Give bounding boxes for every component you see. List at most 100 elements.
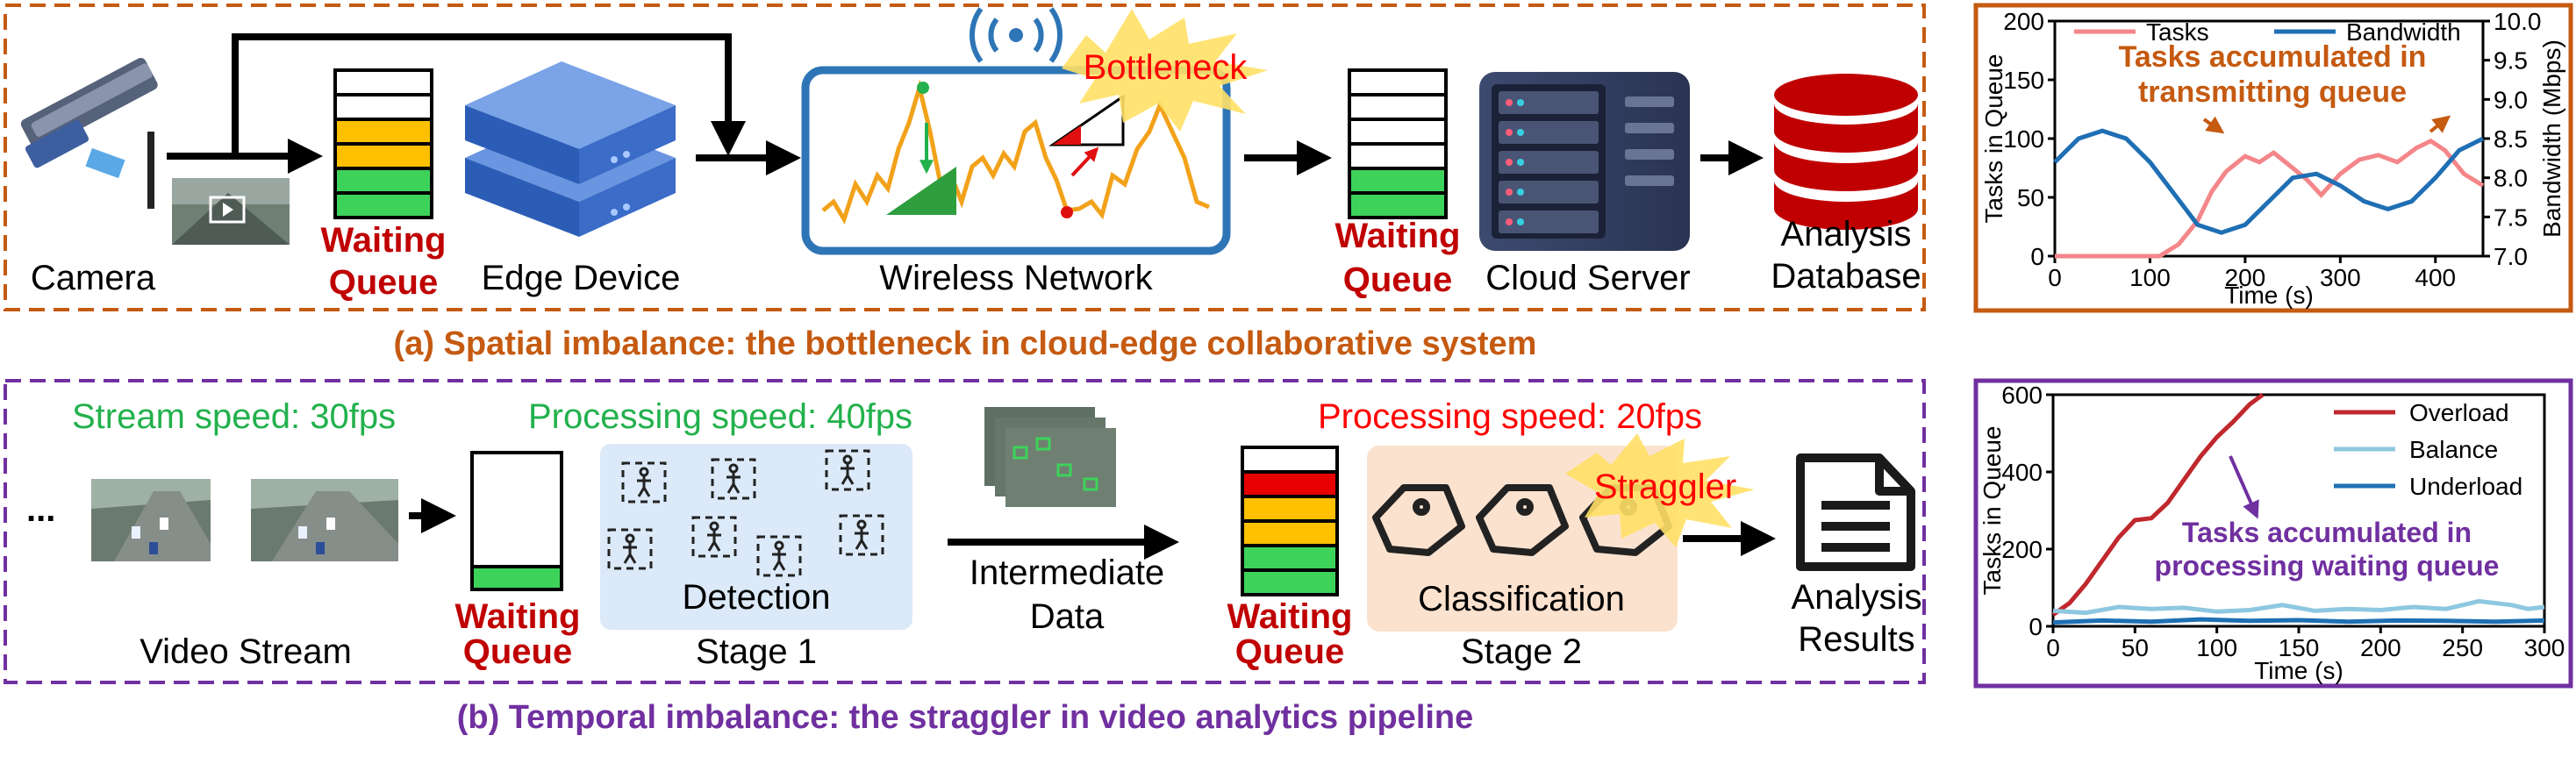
db-label-line2: Database bbox=[1771, 257, 1921, 296]
chart2-annotation-line1: Tasks accumulated in bbox=[2182, 517, 2472, 548]
camera-icon bbox=[20, 57, 158, 209]
chart1-series-bandwidth bbox=[2053, 128, 2485, 235]
results-label-line2: Results bbox=[1798, 620, 1914, 659]
chart1-arrow-right bbox=[2429, 115, 2451, 133]
chart1-ytick-right-label: 7.0 bbox=[2494, 243, 2528, 270]
chart2-ytick-label: 400 bbox=[2001, 459, 2043, 486]
chart1-ytick-right-label: 8.5 bbox=[2494, 125, 2528, 153]
chart2-plot-area bbox=[2051, 393, 2546, 628]
chart1-ytick-right-label: 10.0 bbox=[2494, 8, 2542, 35]
stage2-label: Stage 2 bbox=[1461, 632, 1582, 671]
chart1-ytick-right-label: 8.0 bbox=[2494, 165, 2528, 192]
temporal-frame bbox=[4, 379, 1926, 684]
chart2-xtick-label: 300 bbox=[2524, 634, 2565, 661]
pedestrian-icons bbox=[607, 449, 884, 577]
chart2-frame bbox=[1973, 378, 2573, 689]
chart1-xtick-label: 100 bbox=[2129, 264, 2171, 291]
waiting-queue-2 bbox=[1348, 68, 1448, 219]
stage1-queue bbox=[470, 451, 563, 591]
spatial-frame bbox=[4, 4, 1926, 311]
wireless-network-label: Wireless Network bbox=[879, 259, 1153, 297]
chart1-annotation-line1: Tasks accumulated in bbox=[2119, 40, 2427, 74]
chart1-legend-label: Tasks bbox=[2146, 18, 2209, 46]
temporal-caption: (b) Temporal imbalance: the straggler in… bbox=[457, 699, 1474, 736]
edge-device-label: Edge Device bbox=[482, 259, 681, 297]
detection-box bbox=[600, 444, 912, 630]
waiting-queue-1 bbox=[333, 68, 433, 219]
chart2-annotation-line2: processing waiting queue bbox=[2155, 550, 2500, 582]
queue2-label-line2: Queue bbox=[1343, 261, 1452, 299]
chart2-xtick-label: 50 bbox=[2122, 634, 2149, 661]
chart1-arrow-left bbox=[2202, 116, 2225, 134]
stream-speed-label: Stream speed: 30fps bbox=[72, 397, 396, 436]
wifi-signal-icon bbox=[970, 7, 1063, 63]
intermediate-frames-icon bbox=[984, 407, 1116, 507]
queue1-label-line1: Waiting bbox=[321, 221, 447, 260]
bypass-arrow bbox=[232, 33, 746, 156]
video-stream-label: Video Stream bbox=[140, 632, 352, 671]
chart2-xtick-label: 100 bbox=[2196, 634, 2237, 661]
stage2-queue bbox=[1241, 446, 1339, 596]
video-frame-1 bbox=[91, 479, 211, 561]
chart2-ytick-label: 200 bbox=[2001, 536, 2043, 563]
chart1-ytick-label: 100 bbox=[2003, 125, 2044, 153]
chart1-series-tasks bbox=[2055, 138, 2485, 259]
chart1-ytick-label: 150 bbox=[2003, 67, 2044, 94]
straggler-label: Straggler bbox=[1594, 468, 1736, 506]
chart1-ytick-label: 200 bbox=[2003, 8, 2044, 35]
chart2-ytick-label: 0 bbox=[2029, 613, 2043, 640]
chart2-ylabel: Tasks in Queue bbox=[1979, 426, 2006, 596]
chart1-annotation-line2: transmitting queue bbox=[2138, 75, 2407, 109]
chart1-ytick-right-label: 9.0 bbox=[2494, 86, 2528, 113]
chart1-xtick-label: 400 bbox=[2415, 264, 2456, 291]
stage2-queue-label-line1: Waiting bbox=[1227, 597, 1353, 636]
chart2-xlabel: Time (s) bbox=[2254, 657, 2343, 684]
camera-frame-thumbnail bbox=[172, 178, 290, 245]
intermediate-label-line2: Data bbox=[1030, 597, 1105, 636]
bottleneck-label: Bottleneck bbox=[1084, 48, 1249, 87]
processing-speed-2: Processing speed: 20fps bbox=[1318, 397, 1702, 436]
chart1-xtick-label: 0 bbox=[2048, 264, 2062, 291]
chart1-xtick-label: 200 bbox=[2225, 264, 2266, 291]
chart1-legend-label: Bandwidth bbox=[2346, 18, 2461, 46]
chart2-legend-label: Balance bbox=[2409, 436, 2498, 463]
classification-label: Classification bbox=[1418, 580, 1625, 618]
intermediate-label-line1: Intermediate bbox=[970, 553, 1164, 592]
chart2-legend-label: Underload bbox=[2409, 473, 2522, 500]
edge-device-icon bbox=[465, 61, 676, 237]
chart1-ylabel-right: Bandwidth (Mbps) bbox=[2538, 39, 2565, 238]
chart1-frame bbox=[1973, 3, 2573, 313]
chart2-xtick-label: 250 bbox=[2442, 634, 2483, 661]
spatial-caption: (a) Spatial imbalance: the bottleneck in… bbox=[394, 325, 1537, 362]
chart1-xlabel: Time (s) bbox=[2224, 282, 2314, 309]
db-label-line1: Analysis bbox=[1781, 215, 1912, 253]
stage1-queue-label-line2: Queue bbox=[463, 632, 572, 671]
chart1-ylabel: Tasks in Queue bbox=[1980, 54, 2007, 224]
straggler-burst-icon bbox=[1565, 433, 1755, 547]
stage1-queue-label-line1: Waiting bbox=[455, 597, 581, 636]
chart1-ytick-label: 0 bbox=[2030, 243, 2044, 270]
chart1-xtick-label: 300 bbox=[2320, 264, 2361, 291]
camera-label: Camera bbox=[31, 259, 156, 297]
cloud-server-icon bbox=[1479, 72, 1690, 251]
stage1-label: Stage 1 bbox=[696, 632, 817, 671]
queue1-label-line2: Queue bbox=[329, 263, 438, 302]
ellipsis-text: ... bbox=[26, 490, 55, 529]
chart2-arrow bbox=[2229, 455, 2259, 519]
stage2-queue-label-line2: Queue bbox=[1235, 632, 1344, 671]
chart1-ytick-right-label: 7.5 bbox=[2494, 203, 2528, 231]
detection-label: Detection bbox=[683, 578, 831, 617]
video-frame-2 bbox=[251, 479, 398, 561]
chart2-series-underload bbox=[2052, 617, 2545, 625]
temporal-panel: Stream speed: 30fps ... Video Stream Wai… bbox=[4, 379, 1926, 684]
processing-speed-1: Processing speed: 40fps bbox=[528, 397, 912, 436]
spatial-panel: Camera Waiting Queue Edge De bbox=[4, 4, 1926, 311]
results-label-line1: Analysis bbox=[1792, 578, 1922, 617]
chart2-legend-label: Overload bbox=[2409, 399, 2509, 426]
results-document-icon bbox=[1796, 453, 1915, 571]
bottleneck-burst-icon bbox=[1062, 9, 1268, 132]
wireless-network-box bbox=[801, 66, 1231, 255]
chart2-xtick-label: 200 bbox=[2360, 634, 2401, 661]
